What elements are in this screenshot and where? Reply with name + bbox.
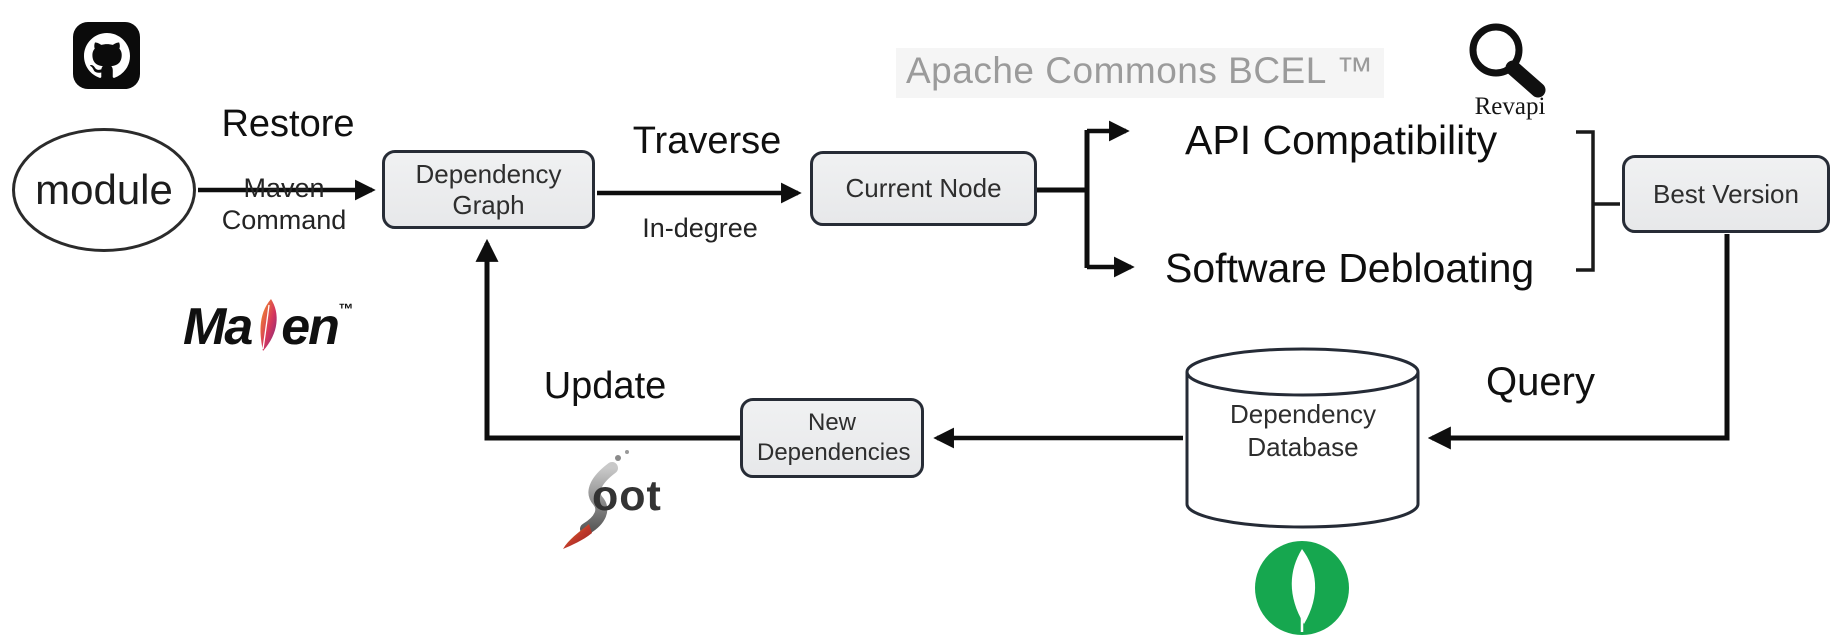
node-module-label: module [35,166,173,213]
node-module: module [12,128,196,252]
maven-text-after: en [281,298,340,356]
edge-restore-sublabel: Maven Command [221,173,347,235]
edge-update-line [475,238,740,441]
github-icon [73,22,140,89]
maven-trademark: ™ [337,301,353,318]
edge-query-label: Query [1486,360,1595,404]
soot-swoosh-icon [563,450,629,549]
leaf-icon [1255,541,1349,635]
magnifier-icon [1469,23,1546,98]
node-best-version: Best Version [1622,155,1830,233]
node-best-version-label: Best Version [1653,178,1799,209]
node-dependency-database-label: Dependency Database [1230,399,1376,462]
octocat-icon [83,32,130,78]
output-software-debloating: Software Debloating [1165,245,1535,291]
node-current-node: Current Node [810,151,1037,226]
node-current-node-label: Current Node [845,173,1002,203]
bcel-watermark: Apache Commons BCEL ™ [896,48,1384,98]
edge-traverse-label: Traverse [632,120,782,162]
edge-restore-label: Restore [221,103,355,145]
node-new-dependencies-label: New Dependencies [757,409,911,466]
maven-text-before: Ma [183,298,253,356]
edge-query-line [1427,234,1730,450]
revapi-label: Revapi [1474,93,1546,120]
outputs-bracket [1576,130,1595,272]
node-new-dependencies: New Dependencies [740,398,924,478]
feather-icon [260,299,277,351]
maven-logo: Ma en ™ [183,297,353,357]
edge-traverse-sublabel: In-degree [642,213,758,243]
node-dependency-graph: Dependency Graph [382,150,595,229]
database-cylinder [1185,347,1420,529]
soot-logo: oot [592,475,662,532]
edge-update-label: Update [543,365,667,407]
soot-text: oot [592,472,662,520]
output-api-compatibility: API Compatibility [1185,117,1498,163]
node-dependency-graph-label: Dependency Graph [415,158,562,220]
